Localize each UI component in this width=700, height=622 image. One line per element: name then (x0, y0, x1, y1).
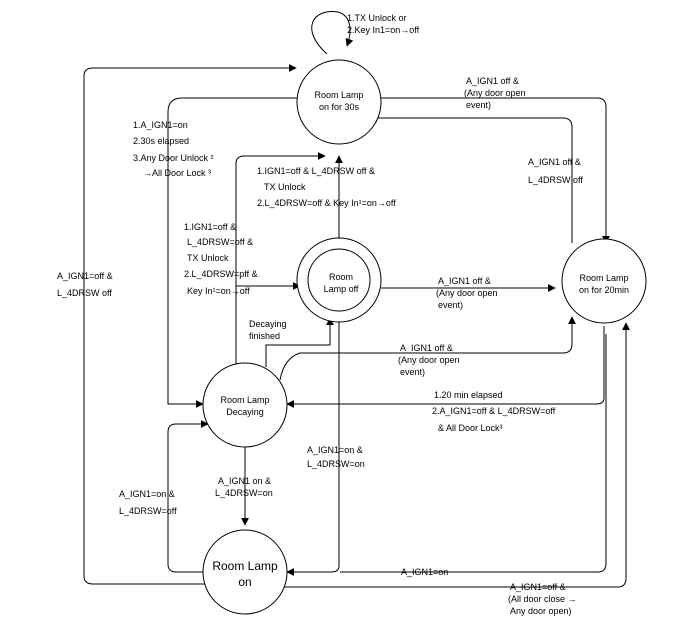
svg-text:on for 30s: on for 30s (319, 102, 360, 112)
state-lamp-off: Room Lamp off (296, 237, 382, 323)
label-off-to-on: A_IGN1=on & L_4DRSW=on (307, 445, 365, 469)
edge-on-to-decay (167, 420, 209, 573)
svg-text:TX Unlock: TX Unlock (187, 253, 229, 263)
svg-text:Decaying: Decaying (249, 319, 287, 329)
state-on-30s: Room Lamp on for 30s (296, 59, 382, 145)
label-decay-to-off: 1.IGN1=off & L_4DRSW=off & TX Unlock 2.L… (184, 222, 258, 296)
edge-off-to-on (286, 318, 340, 576)
svg-text:Room Lamp: Room Lamp (220, 395, 269, 405)
edge-on-to-on20 (281, 322, 630, 588)
svg-text:L_4DRSW=on: L_4DRSW=on (215, 488, 273, 498)
svg-text:A_IGN1=off &: A_IGN1=off & (57, 271, 113, 281)
svg-text:L_4DRSW off: L_4DRSW off (57, 288, 112, 298)
svg-text:Room Lamp: Room Lamp (212, 559, 278, 573)
svg-text:2.L_4DRSW=pff &: 2.L_4DRSW=pff & (184, 269, 258, 279)
edge-decay-to-off (235, 152, 326, 367)
svg-text:1.IGN1=off & L_4DRSW off &: 1.IGN1=off & L_4DRSW off & (257, 166, 375, 176)
edge-decay-to-on20 (279, 316, 576, 381)
edge-decaying-finished (265, 317, 334, 367)
svg-text:TX Unlock: TX Unlock (264, 182, 306, 192)
svg-text:3.Any Door Unlock ²: 3.Any Door Unlock ² (133, 153, 214, 163)
svg-text:Any door open): Any door open) (510, 606, 572, 616)
label-on20-to-on30-side: A_IGN1 off & L_4DRSW off (528, 157, 583, 185)
svg-text:→All Door Lock ³: →All Door Lock ³ (143, 168, 211, 178)
label-decay-to-on20: A_IGN1 off & (Any door open event) (398, 343, 460, 377)
svg-text:(Any door open: (Any door open (464, 88, 526, 98)
svg-text:event): event) (466, 100, 491, 110)
svg-text:finished: finished (249, 331, 280, 341)
svg-text:Decaying: Decaying (226, 407, 264, 417)
edge-on20-to-decay (286, 326, 605, 408)
svg-text:A_IGN1=on &: A_IGN1=on & (119, 489, 175, 499)
svg-text:A_IGN1 off &: A_IGN1 off & (400, 343, 453, 353)
svg-text:Lamp off: Lamp off (324, 284, 359, 294)
svg-text:Room: Room (329, 272, 353, 282)
label-on30-to-decay: 1.A_IGN1=on 2.30s elapsed 3.Any Door Unl… (133, 120, 214, 178)
svg-text:A_IGN1=on &: A_IGN1=on & (307, 445, 363, 455)
svg-text:L_4DRSW=on: L_4DRSW=on (307, 459, 365, 469)
label-far-left: A_IGN1=off & L_4DRSW off (57, 271, 113, 298)
edge-on20-to-on30-side (369, 114, 573, 243)
edge-on20-to-on30-top (381, 97, 610, 244)
svg-text:A_IGN1 off &: A_IGN1 off & (528, 157, 581, 167)
svg-text:2.Key In1=on→off: 2.Key In1=on→off (347, 25, 420, 35)
svg-text:A_IGN1 off &: A_IGN1 off & (438, 276, 491, 286)
edge-on30-to-decay (167, 97, 297, 408)
svg-text:A_IGN1=off &: A_IGN1=off & (510, 582, 566, 592)
label-decay-to-on: A_IGN1 on & L_4DRSW=on (215, 476, 273, 498)
svg-text:(All door close →: (All door close → (508, 594, 577, 604)
svg-text:on: on (238, 575, 251, 589)
svg-text:1.TX Unlock or: 1.TX Unlock or (347, 13, 407, 23)
svg-text:(Any door open: (Any door open (398, 355, 460, 365)
edge-self-loop (311, 11, 354, 55)
svg-text:2.A_IGN1=off & L_4DRSW=off: 2.A_IGN1=off & L_4DRSW=off (432, 406, 556, 416)
state-decaying: Room Lamp Decaying (202, 362, 288, 448)
svg-text:on for 20min: on for 20min (579, 285, 629, 295)
label-on-to-on20: A_IGN1=off & (All door close → Any door … (508, 582, 577, 616)
svg-text:& All Door Lock³: & All Door Lock³ (438, 423, 503, 433)
label-on-to-decay: A_IGN1=on & L_4DRSW=off (119, 489, 177, 516)
label-off-to-on30: 1.IGN1=off & L_4DRSW off & TX Unlock 2.L… (257, 166, 396, 208)
svg-text:(Any door open: (Any door open (436, 288, 498, 298)
svg-text:Key In¹=on→off: Key In¹=on→off (187, 286, 250, 296)
svg-text:Room Lamp: Room Lamp (314, 90, 363, 100)
label-decaying-finished: Decaying finished (249, 319, 287, 341)
label-off-to-on20: A_IGN1 off & (Any door open event) (436, 276, 498, 310)
svg-text:L_4DRSW=off: L_4DRSW=off (119, 506, 177, 516)
svg-text:Room Lamp: Room Lamp (579, 273, 628, 283)
svg-text:A_IGN1 off &: A_IGN1 off & (466, 76, 519, 86)
svg-text:1.20 min elapsed: 1.20 min elapsed (434, 390, 503, 400)
svg-text:A_IGN1 on &: A_IGN1 on & (218, 476, 271, 486)
svg-text:L_4DRSW=off &: L_4DRSW=off & (187, 237, 253, 247)
edge-far-left (83, 64, 297, 585)
svg-text:1.IGN1=off &: 1.IGN1=off & (184, 222, 236, 232)
svg-text:2.L_4DRSW=off & Key In¹=on→of: 2.L_4DRSW=off & Key In¹=on→off (257, 198, 396, 208)
state-lamp-on: Room Lamp on (202, 529, 288, 615)
svg-text:2.30s elapsed: 2.30s elapsed (133, 136, 189, 146)
svg-text:1.A_IGN1=on: 1.A_IGN1=on (133, 120, 188, 130)
label-on20-to-on: A_IGN1=on (401, 567, 448, 577)
state-on-20min: Room Lamp on for 20min (561, 238, 647, 324)
svg-text:L_4DRSW off: L_4DRSW off (528, 175, 583, 185)
label-on20-to-on30-top: A_IGN1 off & (Any door open event) (464, 76, 526, 110)
edge-on20-to-on (340, 334, 607, 573)
svg-text:event): event) (400, 367, 425, 377)
label-self-loop: 1.TX Unlock or 2.Key In1=on→off (347, 13, 420, 35)
label-on20-to-decay: 1.20 min elapsed 2.A_IGN1=off & L_4DRSW=… (432, 390, 556, 433)
svg-text:event): event) (438, 300, 463, 310)
